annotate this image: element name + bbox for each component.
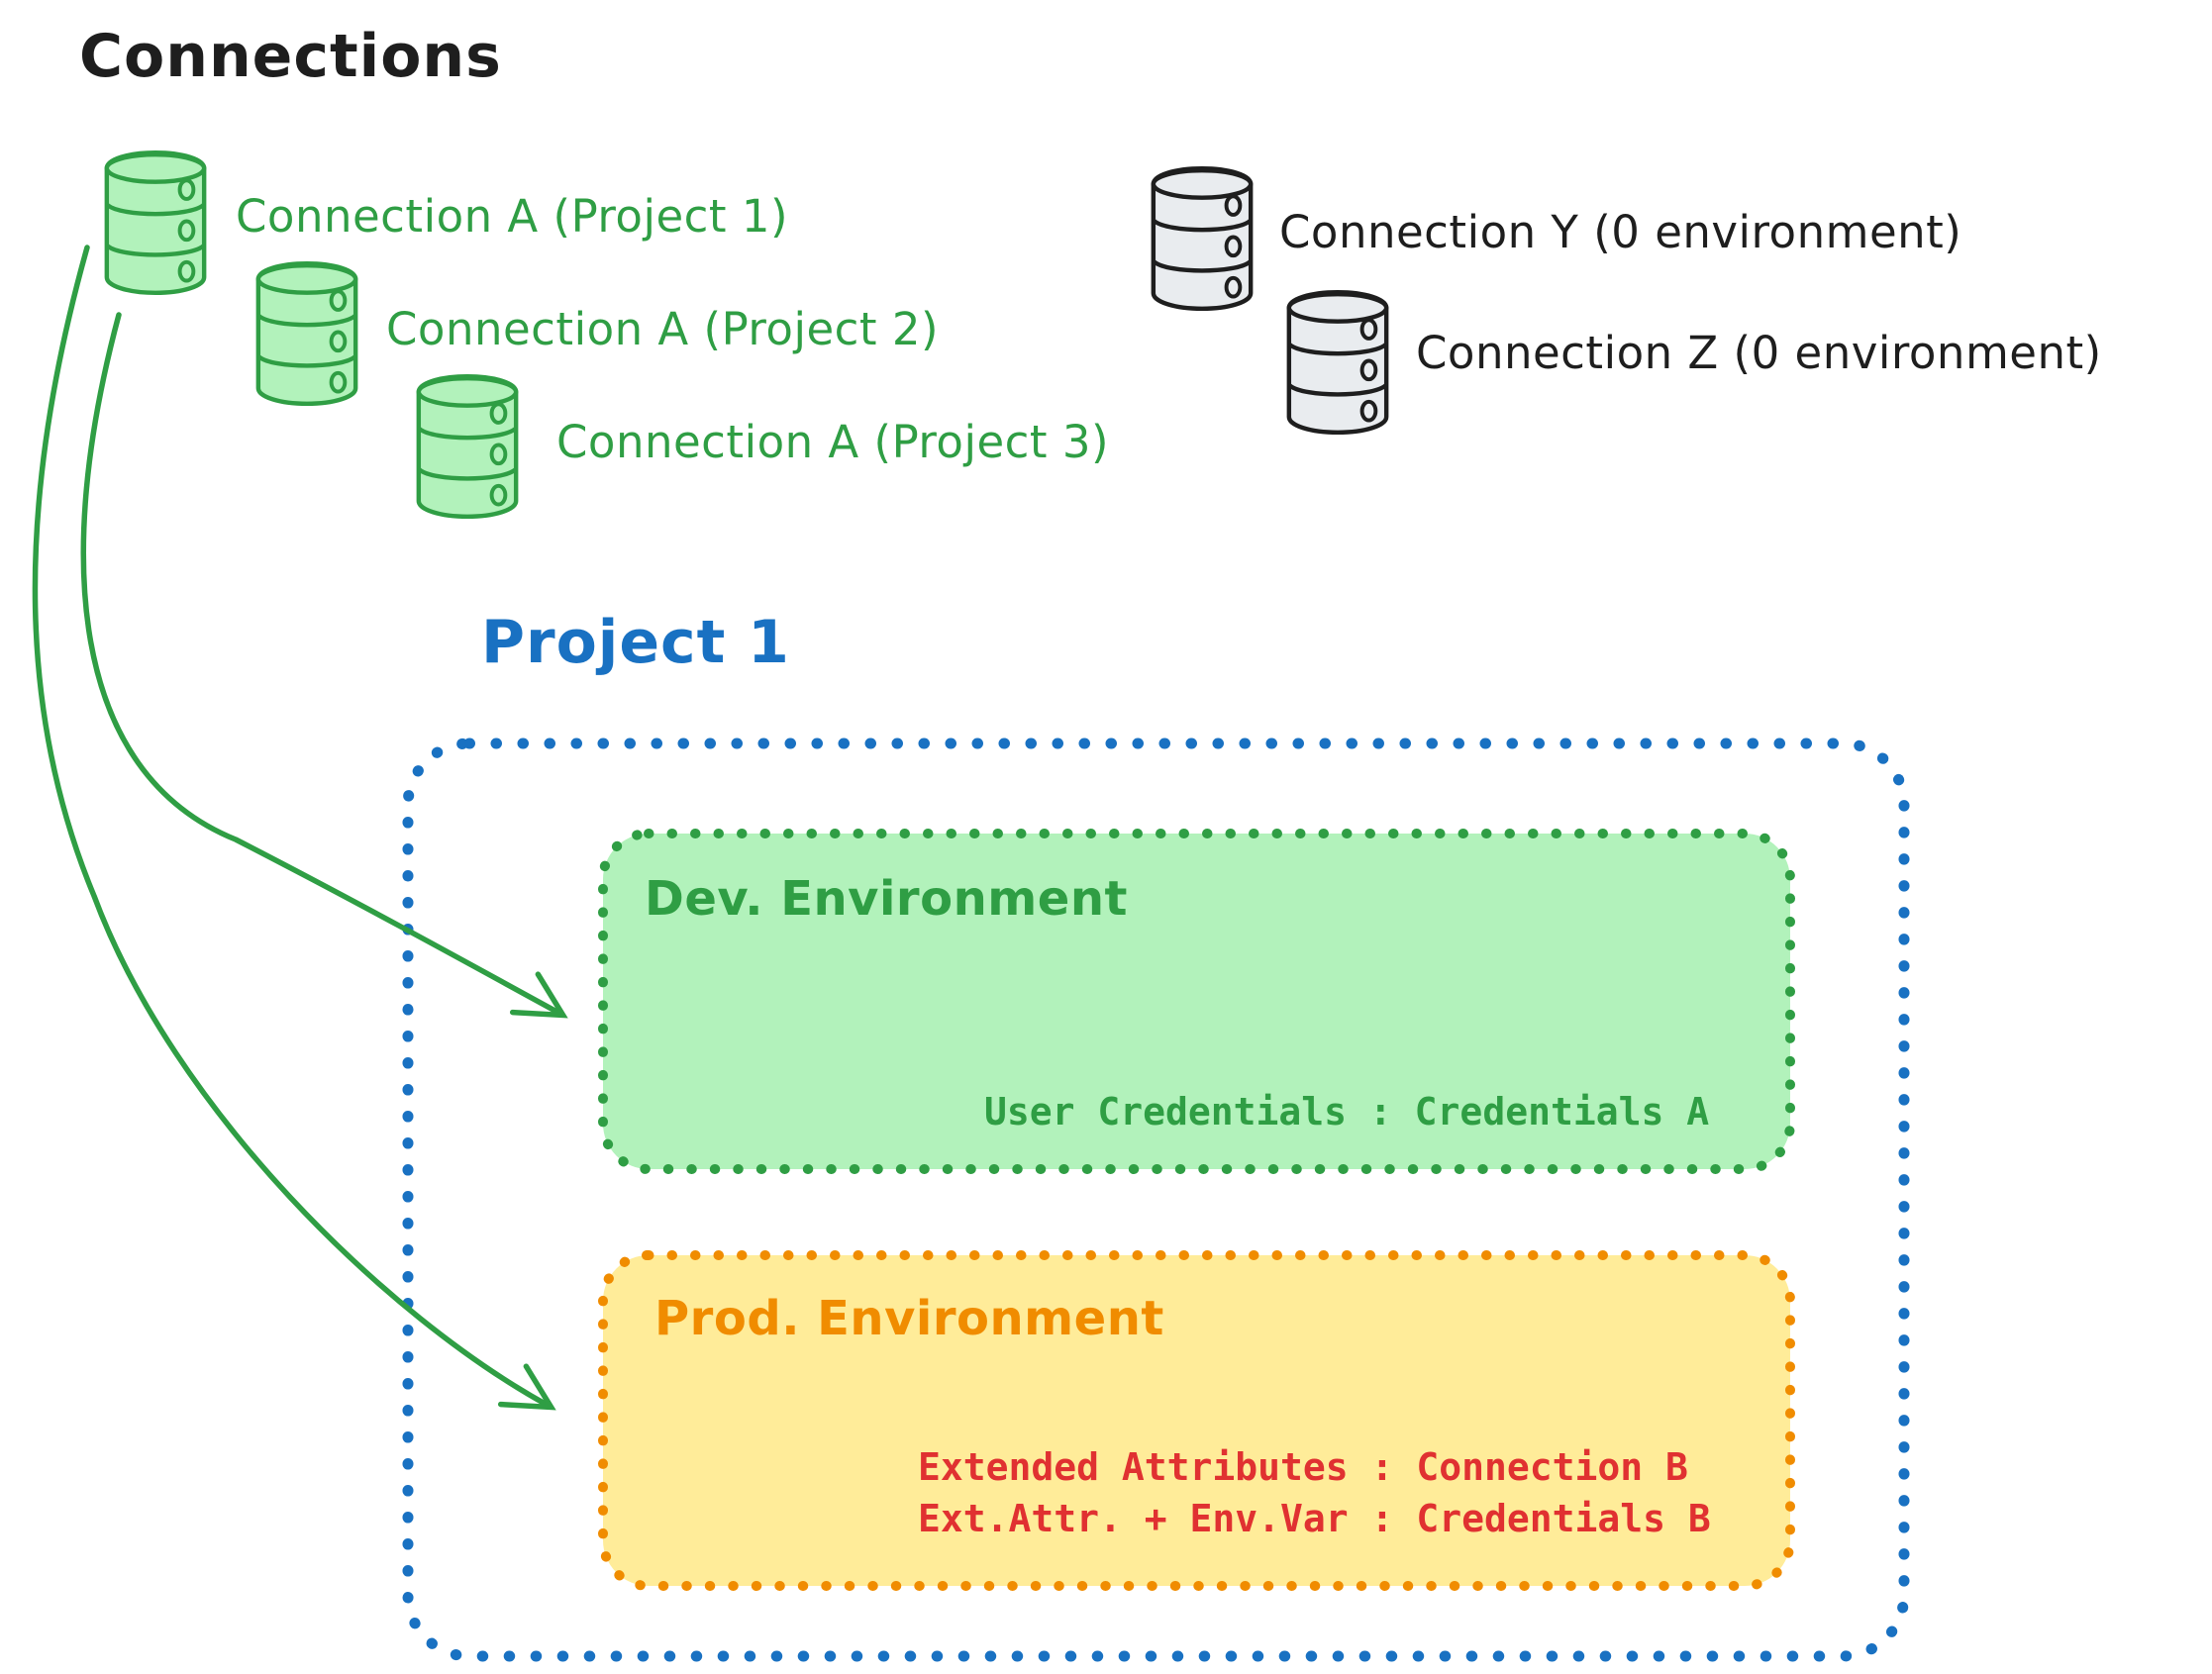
connection-y-label: Connection Y (0 environment) (1279, 206, 1962, 258)
dev-environment-dotted-border (598, 829, 1795, 1174)
project-1-dotted-border (402, 738, 1910, 1662)
prod-binding-ext-attr-env-var: Ext.Attr. + Env.Var : Credentials B (918, 1497, 1711, 1540)
dev-environment-title: Dev. Environment (645, 871, 1128, 927)
diagram-title: Connections (79, 22, 502, 91)
dev-environment-binding: User Credentials : Credentials A (984, 1090, 1710, 1133)
arrow-connection-a-to-prod-environment (32, 245, 556, 1411)
arrow-connection-a-to-dev-environment (80, 312, 568, 1019)
project-1-container (401, 737, 1911, 1663)
prod-environment-dotted-border (598, 1250, 1795, 1591)
connection-a-project-1-label: Connection A (Project 1) (236, 190, 789, 243)
prod-binding-extended-attributes: Extended Attributes : Connection B (918, 1445, 1688, 1489)
prod-environment-bindings: Extended Attributes : Connection B Ext.A… (918, 1441, 1711, 1544)
prod-environment-title: Prod. Environment (654, 1291, 1164, 1346)
connection-z-label: Connection Z (0 environment) (1416, 327, 2102, 379)
prod-environment-box: Prod. Environment Extended Attributes : … (597, 1249, 1796, 1592)
project-title: Project 1 (481, 608, 790, 677)
connection-a-project-2-label: Connection A (Project 2) (386, 303, 940, 355)
dev-environment-box: Dev. Environment User Credentials : Cred… (597, 828, 1796, 1175)
connection-a-project-3-label: Connection A (Project 3) (556, 416, 1110, 468)
